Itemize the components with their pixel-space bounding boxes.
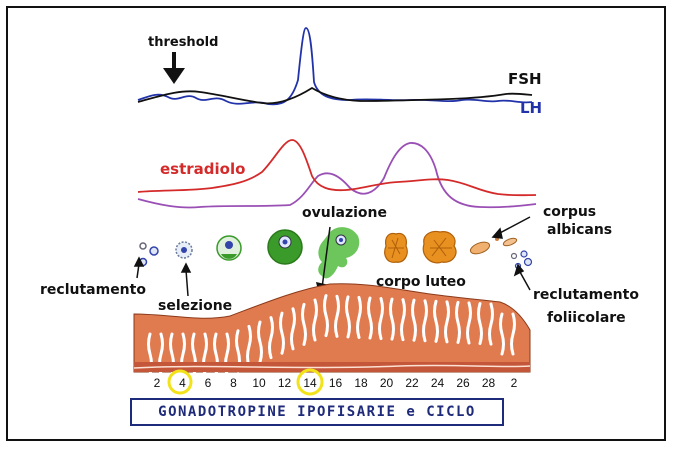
corpo-luteo-label: corpo luteo	[376, 274, 466, 290]
day-label: 10	[252, 376, 266, 390]
fsh-label: FSH	[508, 70, 542, 88]
albicans-label: albicans	[547, 222, 613, 238]
ovulazione-label: ovulazione	[302, 205, 387, 221]
selezione-label: selezione	[158, 298, 233, 314]
day-label: 8	[230, 376, 237, 390]
day-4-highlight	[167, 369, 193, 395]
corpus-albicans-shapes	[469, 237, 518, 255]
endometrium	[133, 283, 531, 376]
day-label: 2	[154, 376, 161, 390]
estradiol-curve	[137, 139, 537, 197]
day-label: 2	[511, 376, 518, 390]
lh-label: LH	[520, 99, 543, 117]
progesterone-curve	[137, 142, 537, 209]
title-box: GONADOTROPINE IPOFISARIE e CICLO	[130, 398, 504, 426]
day-label: 20	[380, 376, 394, 390]
day-label: 16	[329, 376, 343, 390]
day-label: 18	[354, 376, 368, 390]
day-label: 14	[303, 376, 317, 390]
reclutamento-follicolare-label-1: reclutamento	[533, 287, 639, 303]
day-14-highlight	[296, 368, 324, 396]
corpus-luteum-mature	[422, 230, 457, 264]
estradiolo-label: estradiolo	[160, 160, 246, 178]
corpus-luteum-early	[384, 232, 408, 263]
day-label: 4	[179, 376, 186, 390]
primordial-follicles-left	[138, 242, 159, 267]
growing-follicle	[216, 235, 242, 261]
diagram-title: GONADOTROPINE IPOFISARIE e CICLO	[158, 404, 476, 420]
day-label: 26	[456, 376, 470, 390]
day-label: 28	[482, 376, 496, 390]
day-label: 22	[405, 376, 419, 390]
reclutamento-label: reclutamento	[40, 282, 146, 298]
dominant-follicle	[267, 229, 303, 265]
reclutamento-follicolare-label-2: foliicolare	[547, 310, 626, 326]
threshold-arrow	[163, 52, 185, 84]
threshold-label: threshold	[148, 35, 219, 50]
day-label: 6	[205, 376, 212, 390]
primordial-follicles-right	[510, 250, 533, 270]
corpus-label: corpus	[543, 204, 597, 220]
annotation-arrows	[133, 216, 531, 297]
selected-follicle	[175, 241, 193, 259]
lh-curve	[137, 27, 533, 106]
day-label: 24	[431, 376, 445, 390]
fsh-curve	[137, 86, 533, 105]
day-label: 12	[278, 376, 292, 390]
